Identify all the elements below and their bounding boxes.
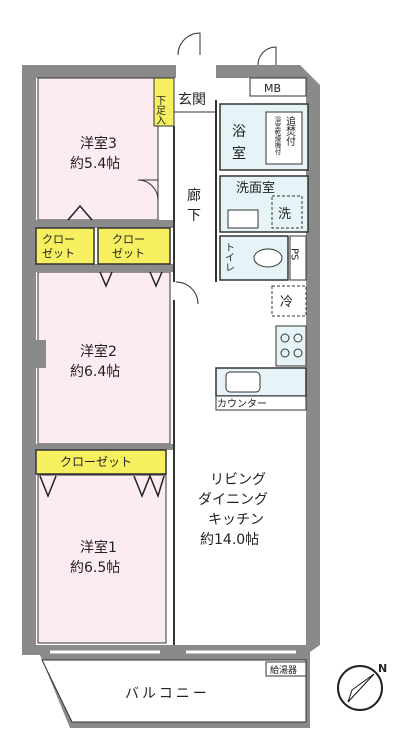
label-ps: PS — [289, 248, 300, 260]
wash-basin — [227, 209, 259, 229]
label-yoshitsu2-name: 洋室2 — [80, 343, 117, 360]
room-yoshitsu-1 — [37, 474, 167, 644]
label-toilet: トイレ — [223, 242, 235, 272]
label-ldk-line1: リビング — [210, 472, 266, 488]
sink — [225, 371, 261, 393]
room-yoshitsu-2 — [37, 271, 171, 445]
label-closet-b1: クロー — [112, 233, 145, 246]
label-roka-b: 下 — [187, 208, 201, 224]
burner — [293, 348, 303, 358]
label-ldk-line3: キッチン — [208, 512, 264, 528]
door-swing-yoshitsu3 — [137, 179, 159, 201]
closet-wide — [35, 449, 167, 475]
label-yoshitsu1-size: 約6.5帖 — [70, 560, 120, 576]
compass — [337, 665, 383, 711]
counter-bar — [215, 395, 307, 411]
label-closet-b2: ゼット — [112, 247, 145, 260]
oidaki-box — [265, 111, 303, 165]
label-closet-a1: クロー — [42, 233, 75, 246]
label-bath-a: 浴 — [232, 124, 246, 140]
label-ldk-line2: ダイニング — [198, 492, 268, 508]
label-bath-b: 室 — [232, 145, 246, 162]
label-roka-a: 廊 — [187, 187, 201, 204]
burner — [280, 348, 290, 358]
door-swing-hall — [175, 281, 199, 305]
geta-box — [153, 77, 175, 127]
label-rei: 冷 — [280, 295, 293, 310]
closet-door-mark — [99, 271, 113, 288]
label-senmen: 洗面室 — [236, 180, 275, 196]
kyutoki-box — [265, 661, 307, 677]
label-balcony: バルコニー — [125, 686, 210, 702]
wall-divider-1 — [24, 220, 174, 228]
label-yoshitsu3-size: 約5.4帖 — [70, 156, 120, 172]
label-kyutoki: 給湯器 — [270, 664, 297, 676]
closet-door-mark — [67, 204, 93, 221]
label-yoshitsu1-name: 洋室1 — [80, 539, 117, 556]
label-closet-wide: クローゼット — [60, 455, 132, 469]
compass-label: N — [378, 662, 387, 675]
entry-opening — [176, 65, 216, 78]
label-geta: 下足入 — [154, 95, 166, 125]
label-genkan: 玄関 — [178, 91, 206, 108]
door-swing-mb — [257, 46, 277, 66]
closet-door-mark — [133, 473, 165, 499]
closet-door-mark — [39, 475, 57, 499]
burner — [280, 333, 290, 343]
wall-stub-left — [24, 340, 46, 368]
label-mb: MB — [264, 82, 281, 95]
door-swing-entry — [177, 32, 201, 56]
label-sen: 洗 — [278, 207, 291, 222]
label-closet-a2: ゼット — [42, 247, 75, 260]
wall-divider-3 — [24, 444, 174, 450]
washer-pan — [271, 195, 303, 229]
label-counter: カウンター — [217, 398, 267, 410]
closet-b — [97, 227, 171, 265]
wall-divider-2 — [24, 264, 174, 272]
mb-room — [249, 77, 307, 97]
stove — [275, 325, 307, 367]
room-yoshitsu-3 — [37, 77, 159, 221]
label-yoshitsu2-size: 約6.4帖 — [70, 364, 120, 380]
compass-needle-tail — [347, 673, 375, 703]
toilet-bowl — [253, 248, 283, 268]
label-ldk-size: 約14.0帖 — [200, 532, 259, 548]
burner — [293, 333, 303, 343]
label-kansou: 浴室乾燥機付 — [273, 115, 281, 157]
fridge-space — [271, 285, 307, 317]
closet-door-mark — [149, 271, 163, 288]
balcony — [41, 659, 307, 723]
label-oidaki: 追焚付 — [284, 115, 296, 147]
label-yoshitsu3-name: 洋室3 — [80, 135, 117, 152]
closet-a — [35, 227, 95, 265]
ps-box — [289, 235, 307, 281]
